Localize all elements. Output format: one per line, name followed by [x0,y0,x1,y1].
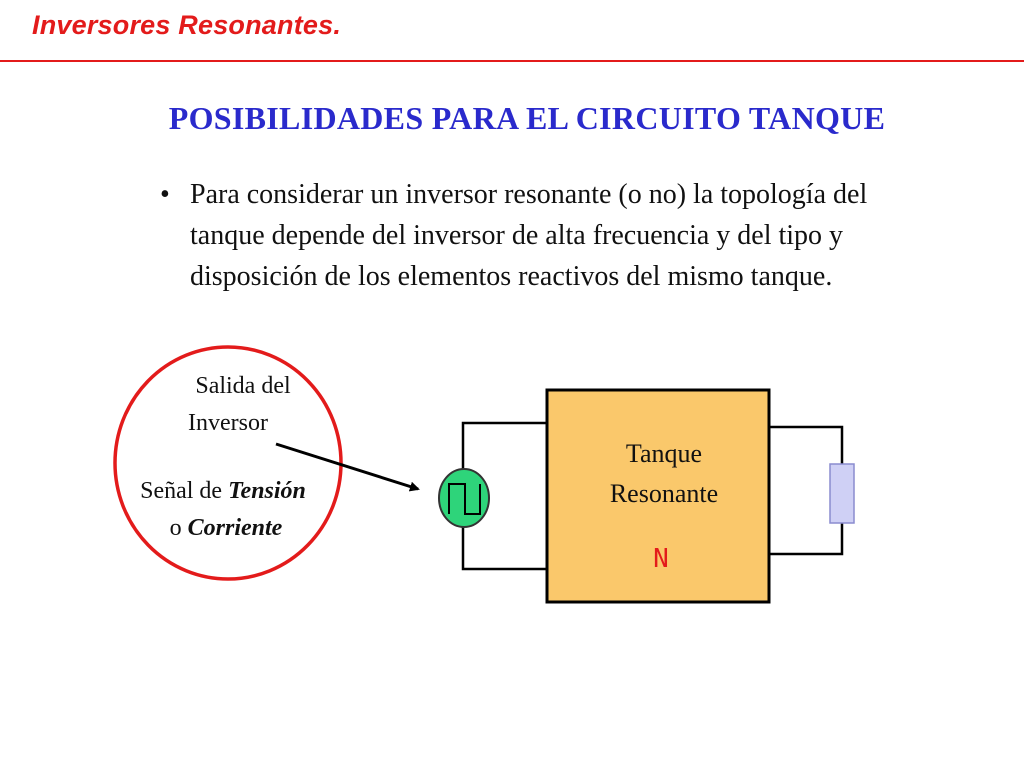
callout-signal-bold: Tensión [228,478,306,504]
source-top-wire [461,421,547,470]
tank-label-line-2: Resonante [610,479,718,508]
load-resistor [829,463,855,524]
title-divider [0,60,1024,62]
resonant-tank-block [545,388,771,604]
bullet-text: Para considerar un inversor resonante (o… [190,179,868,292]
callout-or-prefix: o [170,515,188,541]
bullet-marker: • [160,179,170,210]
callout-signal-line: Señal de Tensión [140,478,306,504]
load-top-wire [769,425,844,464]
pointer-arrow [275,442,420,492]
load-bottom-wire [769,523,844,556]
source-bottom-wire [461,526,547,571]
tank-symbol: N [653,544,669,574]
square-wave-symbol [448,483,481,515]
slide-title: Inversores Resonantes. [32,10,342,40]
bullet-paragraph: • Para considerar un inversor resonante … [160,174,900,297]
tank-label-line-1: Tanque [626,439,702,468]
callout-line-2: Inversor [188,410,268,436]
callout-signal-prefix: Señal de [140,478,228,504]
callout-line-1: Salida del [195,373,291,399]
callout-or-line: o Corriente [170,515,283,541]
callout-or-bold: Corriente [188,515,283,541]
inverter-output-callout-circle [113,345,343,581]
slide-heading: POSIBILIDADES PARA EL CIRCUITO TANQUE [168,100,886,136]
